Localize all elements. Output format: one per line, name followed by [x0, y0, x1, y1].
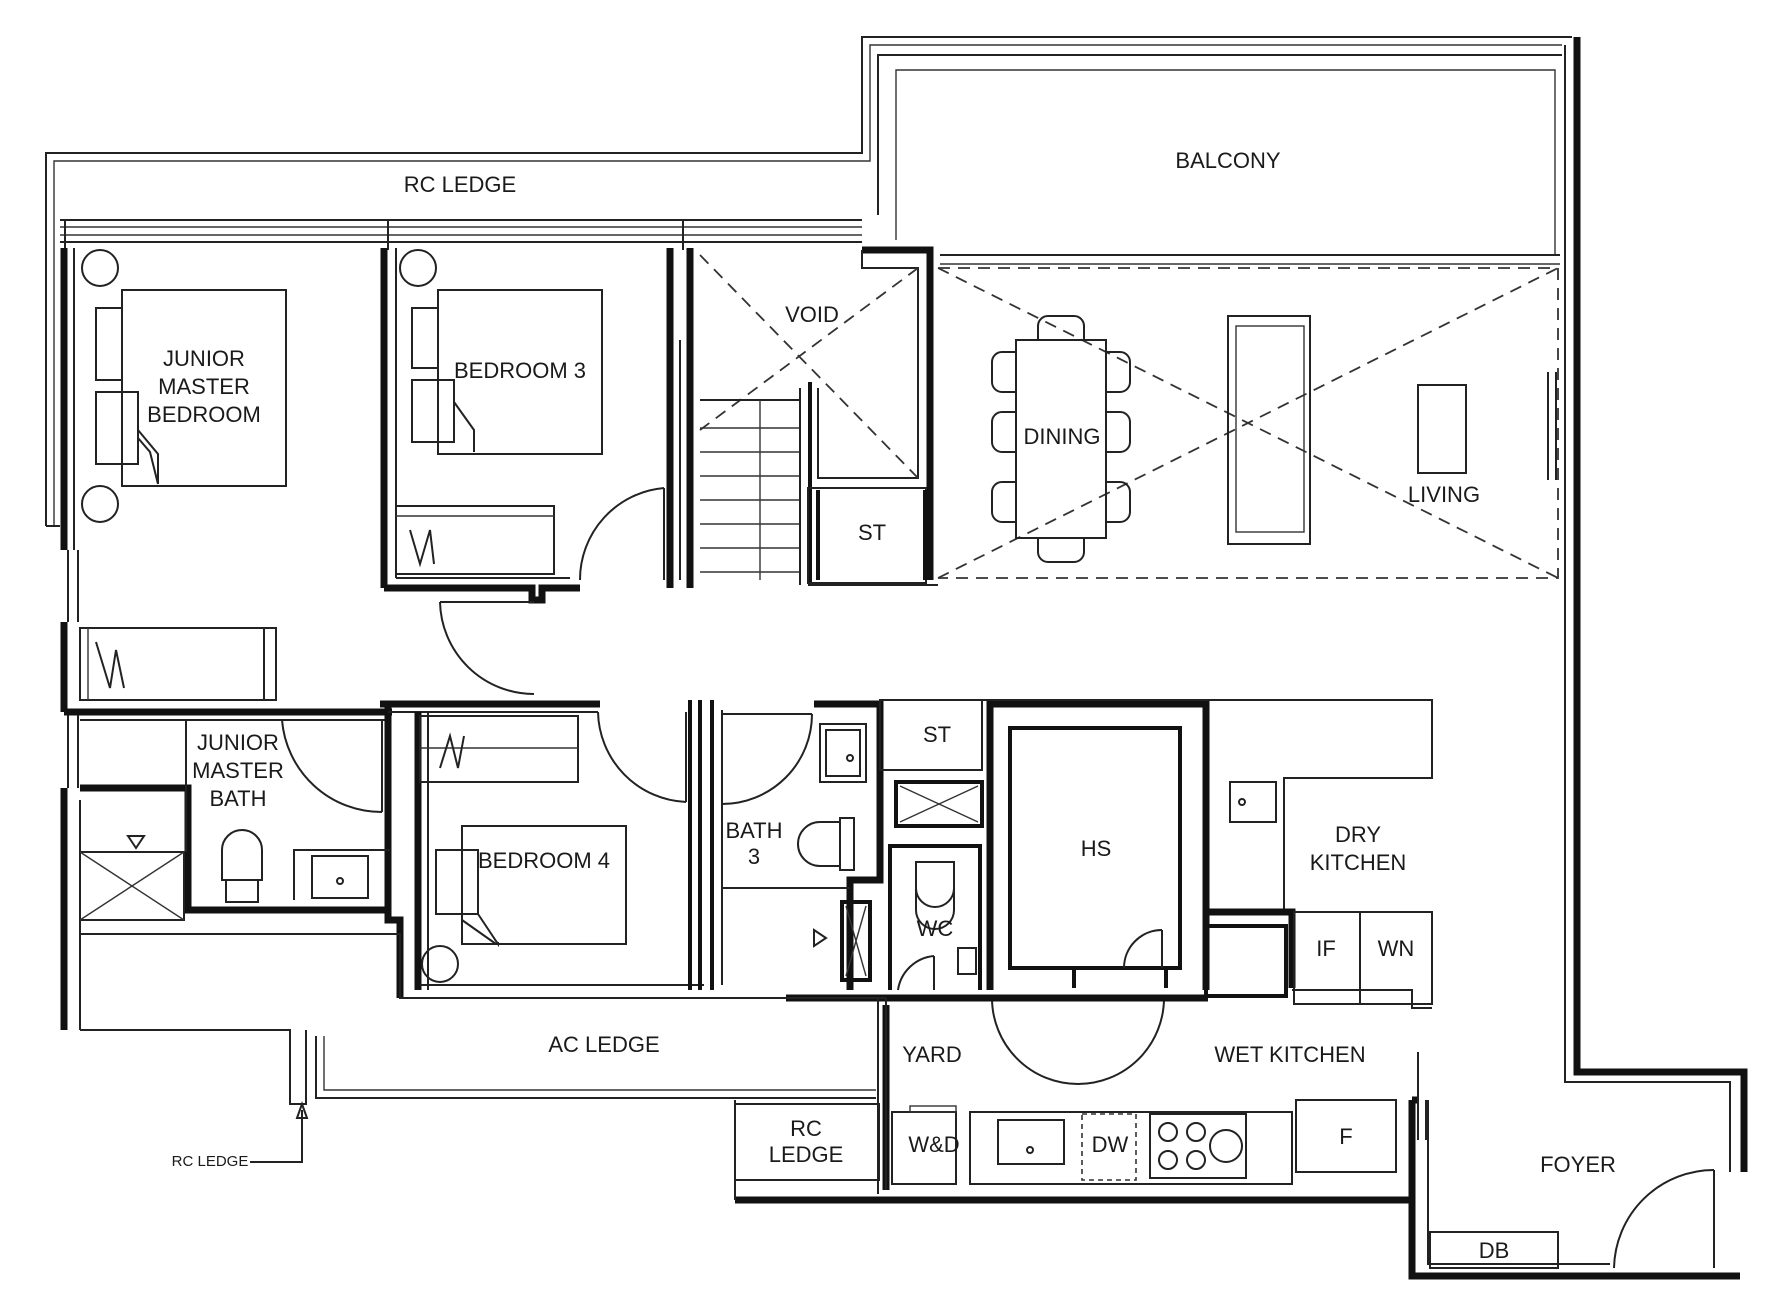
label-bedroom-3: BEDROOM 3: [454, 358, 586, 383]
label-st-upper: ST: [858, 520, 886, 545]
label-junior-master-bath-2: MASTER: [192, 758, 284, 783]
junior-master-bedroom-furniture: [81, 249, 287, 523]
label-washer-dryer: W&D: [908, 1132, 959, 1157]
bath-3: [710, 700, 884, 990]
label-st-lower: ST: [923, 722, 951, 747]
label-rc-ledge-top: RC LEDGE: [404, 172, 516, 197]
dry-kitchen: [1204, 699, 1433, 1009]
balcony-outline: [877, 54, 1562, 265]
label-junior-master-bedroom-1: JUNIOR: [163, 346, 245, 371]
label-if: IF: [1316, 936, 1336, 961]
label-balcony: BALCONY: [1175, 148, 1280, 173]
label-wet-kitchen: WET KITCHEN: [1214, 1042, 1365, 1067]
bedroom-3-furniture: [395, 249, 665, 581]
rc-ledge-outline: [45, 36, 1572, 527]
label-wc: WC: [917, 916, 954, 941]
wet-kitchen: [786, 994, 1427, 1200]
label-wn: WN: [1378, 936, 1415, 961]
label-junior-master-bedroom-2: MASTER: [158, 374, 250, 399]
label-db: DB: [1479, 1238, 1510, 1263]
label-rc-ledge-bottom-2: LEDGE: [769, 1142, 844, 1167]
label-void: VOID: [785, 302, 839, 327]
label-dry-kitchen-1: DRY: [1335, 822, 1381, 847]
wc: [888, 844, 982, 991]
top-window-strip: [60, 219, 862, 250]
bedroom-4: [380, 700, 704, 990]
label-bedroom-4: BEDROOM 4: [478, 848, 610, 873]
bedroom-3-walls: [666, 248, 694, 588]
household-shelter: [982, 699, 1210, 1085]
corridor-door: [439, 601, 535, 695]
ac-ledge: [80, 933, 886, 1181]
label-bath-3-2: 3: [748, 844, 760, 869]
junior-master-bedroom-walls: [79, 248, 580, 701]
foyer: [1429, 1169, 1715, 1269]
label-dry-kitchen-2: KITCHEN: [1310, 850, 1407, 875]
label-junior-master-bedroom-3: BEDROOM: [147, 402, 261, 427]
store-lower: [879, 699, 984, 828]
void-stair: [699, 246, 938, 586]
room-labels: RC LEDGE BALCONY JUNIOR MASTER BEDROOM B…: [147, 148, 1616, 1263]
label-fridge: F: [1339, 1124, 1352, 1149]
label-dining: DINING: [1024, 424, 1101, 449]
label-living: LIVING: [1408, 482, 1480, 507]
label-dishwasher: DW: [1092, 1132, 1129, 1157]
dining-living-zone: [937, 267, 1559, 579]
label-hs: HS: [1081, 836, 1112, 861]
label-ac-ledge: AC LEDGE: [548, 1032, 659, 1057]
label-foyer: FOYER: [1540, 1152, 1616, 1177]
label-yard: YARD: [902, 1042, 962, 1067]
label-bath-3-1: BATH: [725, 818, 782, 843]
label-junior-master-bath-1: JUNIOR: [197, 730, 279, 755]
label-rc-ledge-bottom-1: RC: [790, 1116, 822, 1141]
label-rc-ledge-callout: RC LEDGE: [172, 1153, 249, 1170]
label-junior-master-bath-3: BATH: [209, 786, 266, 811]
stair-treads: [700, 400, 800, 580]
